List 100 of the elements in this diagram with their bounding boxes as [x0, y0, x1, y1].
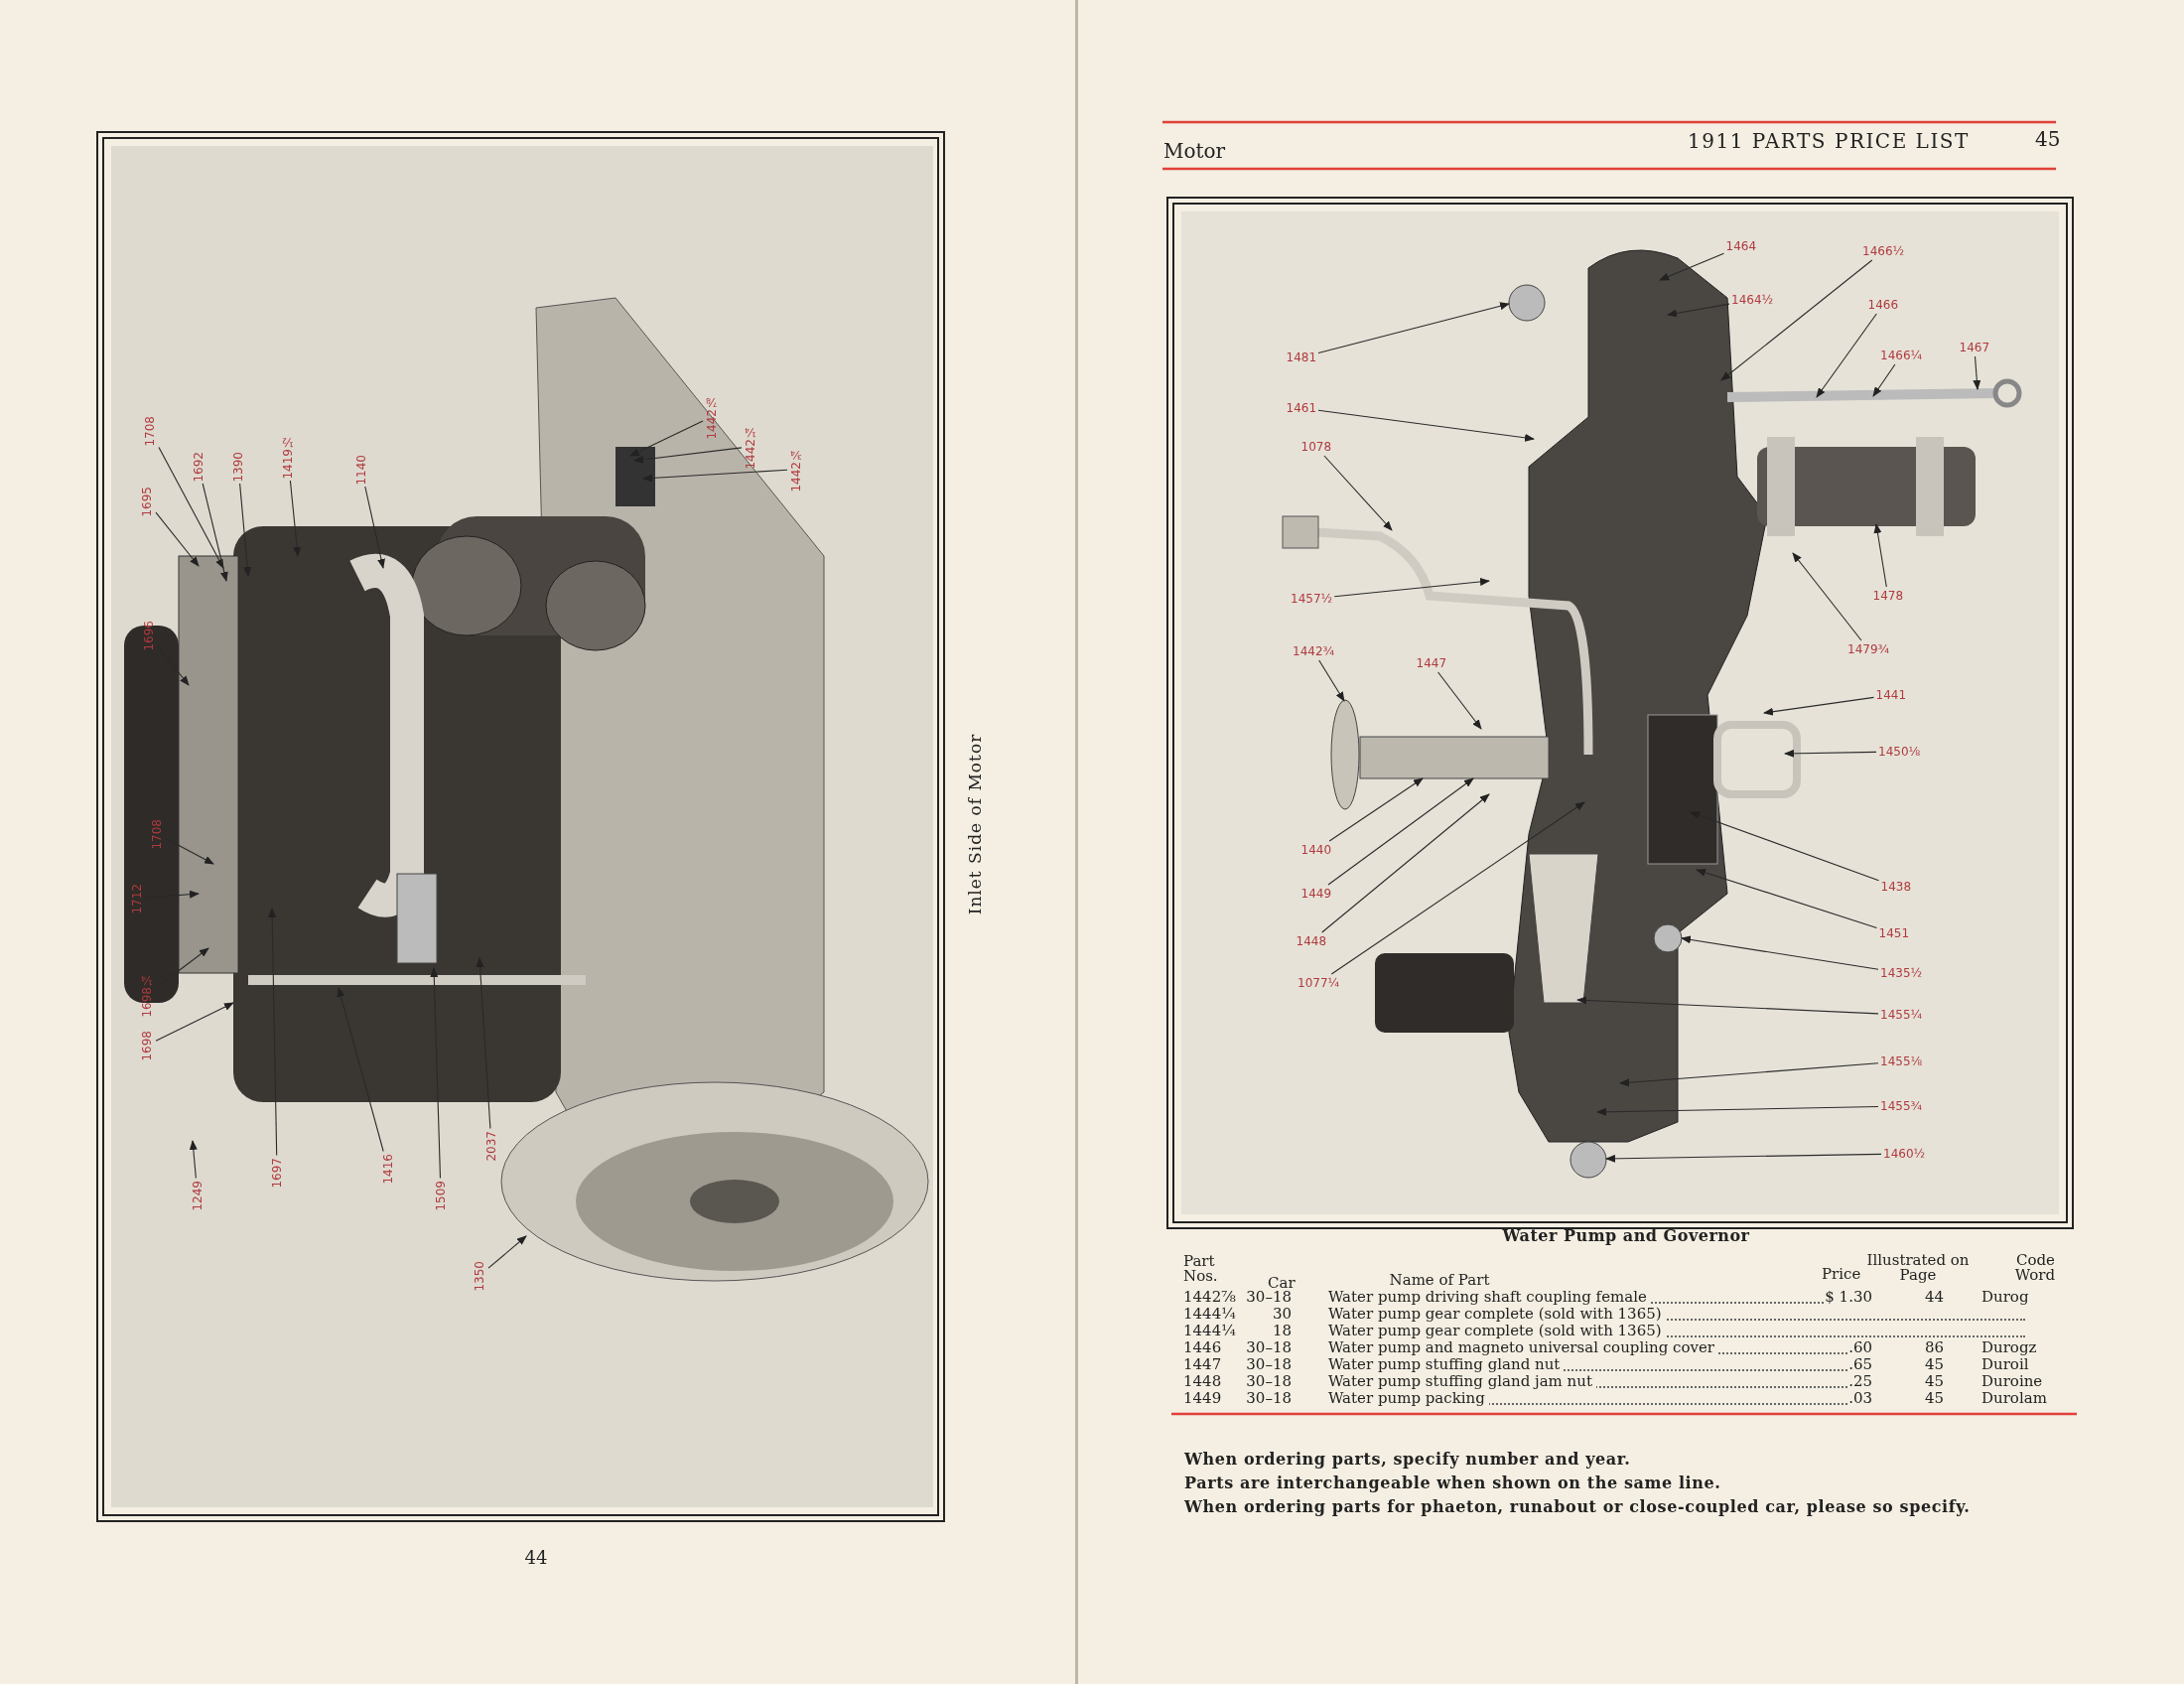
callout-number: 1466¼	[1880, 349, 1923, 362]
callout-number: 1077¼	[1297, 976, 1340, 990]
callout-number: 1449	[1300, 887, 1332, 901]
callout-number: 1442⅞	[705, 394, 719, 440]
callout-number: 1708	[150, 818, 164, 850]
leader-line	[1659, 252, 1725, 281]
table-cell: Water pump and magneto universal coupling cover	[1328, 1339, 1718, 1356]
callout-number: 2037	[484, 1130, 498, 1162]
leader-line	[633, 447, 743, 464]
callout-number: 1140	[354, 454, 368, 486]
leader-line	[1605, 1153, 1882, 1163]
table-cell: Water pump gear complete (sold with 1365)	[1328, 1323, 1666, 1339]
callout-number: 1695	[140, 486, 154, 517]
leader-line	[1333, 577, 1490, 598]
leader-line	[1596, 1105, 1879, 1116]
callout-number: 1442¾	[1293, 644, 1335, 658]
table-cell: Water pump stuffing gland jam nut	[1328, 1373, 1596, 1390]
callout-number: 1451	[1878, 926, 1910, 940]
leader-line	[1317, 409, 1535, 442]
callout-number: 1692	[192, 451, 205, 483]
callout-number: 1466	[1867, 298, 1899, 312]
callout-number: 1078	[1300, 440, 1332, 454]
leader-line	[155, 1002, 234, 1042]
column-header: Price	[1822, 1267, 1861, 1282]
callout-number: 1464½	[1731, 293, 1774, 307]
leader-line	[1321, 793, 1490, 933]
order-note: When ordering parts for phaeton, runabout or close-coupled car, please so specify.	[1184, 1497, 1971, 1516]
callout-number: 1698¼	[140, 972, 154, 1018]
column-header: Name of Part	[1389, 1273, 1490, 1288]
leader-line	[629, 420, 704, 457]
page-number: 45	[2035, 127, 2061, 151]
leader-line	[1318, 659, 1345, 702]
leader-line	[476, 957, 491, 1130]
leader-line	[1690, 811, 1880, 882]
leader-line	[1330, 801, 1585, 975]
leader-line	[487, 1235, 527, 1269]
table-title: Water Pump and Governor	[1502, 1225, 1750, 1245]
order-note: Parts are interchangeable when shown on the same line.	[1184, 1474, 1721, 1492]
callout-number: 1249	[191, 1180, 205, 1211]
callout-number: 1509	[434, 1180, 448, 1211]
leader-line	[1576, 996, 1879, 1015]
order-note: When ordering parts, specify number and year.	[1184, 1450, 1631, 1469]
callout-number: 1457½	[1291, 592, 1333, 606]
callout-number: 1450⅛	[1878, 745, 1921, 759]
leader-line	[189, 1140, 198, 1180]
callout-number: 1461	[1286, 401, 1317, 415]
leader-line	[158, 447, 224, 569]
leader-line	[289, 480, 302, 557]
leader-line	[239, 483, 252, 577]
callout-number: 1708	[143, 415, 157, 447]
callout-number: 1466½	[1862, 244, 1905, 258]
leader-line	[268, 908, 278, 1157]
callout-number: 1467	[1959, 341, 1990, 354]
column-header: Car	[1268, 1276, 1296, 1291]
page-heading: 1911 PARTS PRICE LIST	[1688, 129, 1970, 153]
leader-line	[1681, 935, 1879, 970]
callout-number: 1460½	[1883, 1147, 1926, 1161]
callout-number: 1698	[140, 1030, 154, 1061]
page-number: 44	[524, 1546, 548, 1568]
callout-number: 1455¾	[1880, 1099, 1923, 1113]
column-header: Part Nos.	[1183, 1254, 1219, 1284]
leader-line	[1323, 455, 1393, 531]
column-header: Illustrated on Page	[1865, 1253, 1971, 1283]
callout-number: 1455⅛	[1880, 1054, 1923, 1068]
table-cell: Water pump packing	[1328, 1390, 1489, 1407]
leader-line	[155, 511, 200, 567]
callout-number: 1438	[1880, 880, 1912, 894]
callout-number: 1390	[231, 451, 245, 483]
leader-line	[1437, 671, 1482, 730]
leader-line	[1619, 1062, 1879, 1087]
leader-line	[1872, 363, 1896, 397]
callout-number: 1435½	[1880, 966, 1923, 980]
leader-line	[1973, 355, 1981, 390]
callout-number: 1350	[473, 1260, 486, 1292]
leader-line	[1720, 259, 1873, 381]
leader-line	[1763, 696, 1875, 716]
leader-line	[1816, 313, 1877, 398]
leader-line	[1317, 302, 1510, 354]
picture-caption: Inlet Side of Motor	[965, 733, 985, 915]
leader-line	[1696, 868, 1878, 928]
section-heading: Motor	[1163, 139, 1226, 163]
callout-number: 1442¼	[744, 424, 757, 470]
callout-number: 1447	[1416, 656, 1447, 670]
callout-number: 1481	[1286, 351, 1317, 364]
table-cell: Water pump stuffing gland nut	[1328, 1356, 1565, 1373]
leader-line	[202, 483, 228, 582]
leader-line	[1873, 523, 1887, 588]
leader-line	[1328, 777, 1424, 842]
leader-line	[1784, 749, 1877, 758]
callout-number: 1479¾	[1847, 642, 1890, 656]
leader-line	[642, 469, 788, 483]
leader-line	[430, 967, 442, 1180]
callout-number: 1440	[1300, 843, 1332, 857]
leader-line	[1327, 777, 1474, 886]
callout-number: 1416	[381, 1153, 395, 1185]
callout-number: 1448	[1296, 934, 1327, 948]
callout-number: 1455¼	[1880, 1008, 1923, 1022]
callout-number: 1419½	[281, 434, 295, 480]
callout-number: 1697	[270, 1157, 284, 1189]
leader-line	[337, 987, 384, 1153]
